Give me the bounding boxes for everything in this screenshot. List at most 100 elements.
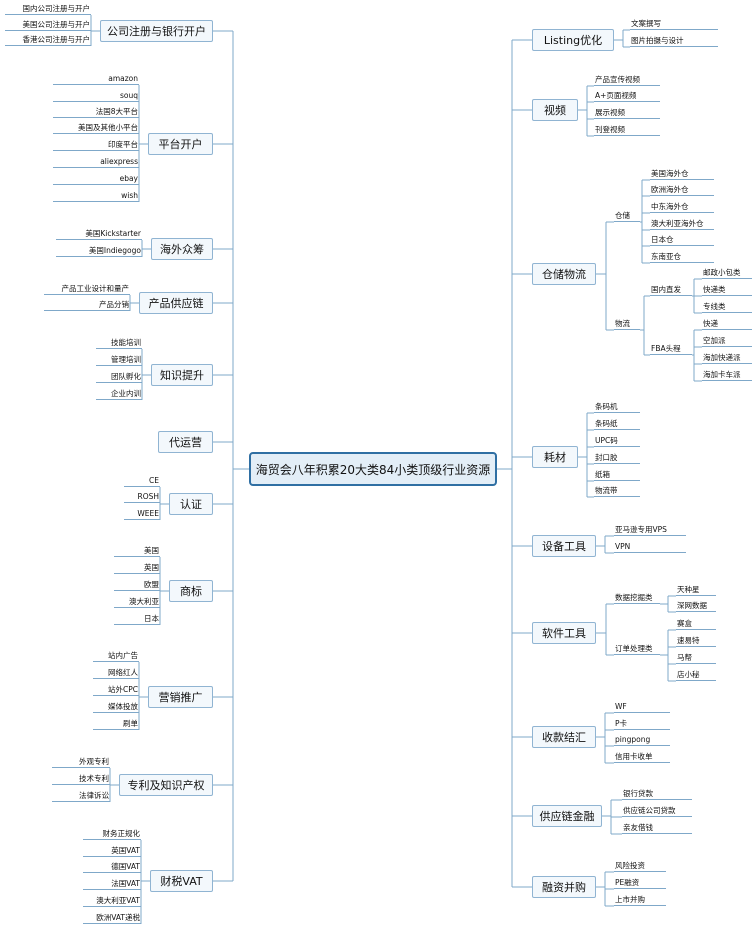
right-leaf-1-2[interactable]: 展示视频	[594, 107, 660, 119]
left-leaf-1-6[interactable]: ebay	[53, 173, 139, 185]
warehouse-leaf-1[interactable]: 欧洲海外仓	[650, 184, 714, 196]
right-leaf-3-3[interactable]: 封口胶	[594, 452, 640, 464]
left-branch-4[interactable]: 知识提升	[151, 364, 213, 386]
left-leaf-2-1[interactable]: 美国Indiegogo	[56, 245, 142, 257]
left-leaf-10-0[interactable]: 财务正规化	[83, 828, 141, 840]
left-leaf-10-2[interactable]: 德国VAT	[83, 861, 141, 873]
left-leaf-8-0[interactable]: 站内广告	[93, 650, 139, 662]
left-leaf-2-0[interactable]: 美国Kickstarter	[56, 228, 142, 240]
left-leaf-6-2[interactable]: WEEE	[124, 508, 160, 520]
order-leaf-3[interactable]: 店小秘	[676, 669, 716, 681]
left-branch-0[interactable]: 公司注册与银行开户	[100, 20, 213, 42]
right-leaf-7-0[interactable]: 银行贷款	[622, 788, 692, 800]
left-branch-6[interactable]: 认证	[169, 493, 213, 515]
left-leaf-6-1[interactable]: ROSH	[124, 491, 160, 503]
left-branch-5[interactable]: 代运营	[158, 431, 213, 453]
left-leaf-7-0[interactable]: 美国	[114, 545, 160, 557]
right-leaf-8-1[interactable]: PE融资	[614, 877, 666, 889]
warehouse-leaf-5[interactable]: 东南亚仓	[650, 251, 714, 263]
left-leaf-9-0[interactable]: 外观专利	[52, 756, 110, 768]
left-leaf-7-4[interactable]: 日本	[114, 613, 160, 625]
right-leaf-7-1[interactable]: 供应链公司贷款	[622, 805, 692, 817]
warehouse-leaf-3[interactable]: 澳大利亚海外仓	[650, 218, 714, 230]
right-leaf-8-0[interactable]: 风险投资	[614, 860, 666, 872]
domestic-leaf-2[interactable]: 专线类	[702, 301, 752, 313]
right-leaf-1-3[interactable]: 刊登视频	[594, 124, 660, 136]
order-leaf-1[interactable]: 速易特	[676, 635, 716, 647]
warehouse-leaf-4[interactable]: 日本仓	[650, 234, 714, 246]
left-branch-9[interactable]: 专利及知识产权	[119, 774, 213, 796]
left-leaf-1-2[interactable]: 法国8大平台	[53, 106, 139, 118]
order-leaf-0[interactable]: 赛盒	[676, 618, 716, 630]
fba-leaf-2[interactable]: 海加快递派	[702, 352, 752, 364]
left-branch-1[interactable]: 平台开户	[148, 133, 213, 155]
right-leaf-3-2[interactable]: UPC码	[594, 435, 640, 447]
left-leaf-0-1[interactable]: 美国公司注册与开户	[5, 19, 91, 31]
right-leaf-3-5[interactable]: 物流带	[594, 485, 640, 497]
left-branch-2[interactable]: 海外众筹	[151, 238, 213, 260]
left-leaf-8-1[interactable]: 网络红人	[93, 667, 139, 679]
left-leaf-8-4[interactable]: 刷单	[93, 718, 139, 730]
warehouse-leaf-2[interactable]: 中东海外仓	[650, 201, 714, 213]
right-leaf-3-0[interactable]: 条码机	[594, 401, 640, 413]
left-leaf-1-3[interactable]: 美国及其他小平台	[53, 122, 139, 134]
right-leaf-8-2[interactable]: 上市并购	[614, 894, 666, 906]
right-leaf-1-0[interactable]: 产品宣传视频	[594, 74, 660, 86]
right-leaf-4-0[interactable]: 亚马逊专用VPS	[614, 524, 686, 536]
left-leaf-7-3[interactable]: 澳大利亚	[114, 596, 160, 608]
left-leaf-4-3[interactable]: 企业内训	[96, 388, 142, 400]
left-leaf-7-2[interactable]: 欧盟	[114, 579, 160, 591]
right-branch-7[interactable]: 供应链金融	[532, 805, 602, 827]
left-leaf-0-2[interactable]: 香港公司注册与开户	[5, 34, 91, 46]
left-leaf-10-5[interactable]: 欧洲VAT递税	[83, 912, 141, 924]
left-leaf-1-0[interactable]: amazon	[53, 73, 139, 85]
left-leaf-7-1[interactable]: 英国	[114, 562, 160, 574]
order-leaf-2[interactable]: 马帮	[676, 652, 716, 664]
right-branch-3[interactable]: 耗材	[532, 446, 578, 468]
fba-first-leg-label[interactable]: FBA头程	[650, 343, 692, 355]
left-leaf-1-1[interactable]: souq	[53, 90, 139, 102]
root-topic[interactable]: 海贸会八年积累20大类84小类顶级行业资源	[249, 452, 497, 486]
left-leaf-4-0[interactable]: 技能培训	[96, 337, 142, 349]
left-leaf-4-2[interactable]: 团队孵化	[96, 371, 142, 383]
left-leaf-9-2[interactable]: 法律诉讼	[52, 790, 110, 802]
right-leaf-1-1[interactable]: A+页面视频	[594, 90, 660, 102]
order-processing-label[interactable]: 订单处理类	[614, 643, 660, 655]
data-mining-leaf-0[interactable]: 天种星	[676, 584, 716, 596]
left-branch-7[interactable]: 商标	[169, 580, 213, 602]
left-leaf-4-1[interactable]: 管理培训	[96, 354, 142, 366]
logistics-label[interactable]: 物流	[614, 318, 640, 330]
domestic-direct-label[interactable]: 国内直发	[650, 284, 692, 296]
right-leaf-3-4[interactable]: 纸箱	[594, 469, 640, 481]
right-leaf-7-2[interactable]: 亲友借钱	[622, 822, 692, 834]
right-leaf-6-2[interactable]: pingpong	[614, 734, 670, 746]
fba-leaf-1[interactable]: 空加派	[702, 335, 752, 347]
left-leaf-1-5[interactable]: aliexpress	[53, 156, 139, 168]
fba-leaf-0[interactable]: 快递	[702, 318, 752, 330]
right-branch-5[interactable]: 软件工具	[532, 622, 596, 644]
domestic-leaf-0[interactable]: 邮政小包类	[702, 267, 752, 279]
left-leaf-10-3[interactable]: 法国VAT	[83, 878, 141, 890]
left-leaf-8-2[interactable]: 站外CPC	[93, 684, 139, 696]
left-leaf-10-4[interactable]: 澳大利亚VAT	[83, 895, 141, 907]
right-leaf-6-0[interactable]: WF	[614, 701, 670, 713]
warehouse-leaf-0[interactable]: 美国海外仓	[650, 168, 714, 180]
right-branch-1[interactable]: 视频	[532, 99, 578, 121]
right-leaf-4-1[interactable]: VPN	[614, 541, 686, 553]
left-leaf-1-7[interactable]: wish	[53, 190, 139, 202]
left-leaf-3-0[interactable]: 产品工业设计和量产	[44, 283, 130, 295]
right-leaf-6-1[interactable]: P卡	[614, 718, 670, 730]
left-leaf-9-1[interactable]: 技术专利	[52, 773, 110, 785]
left-leaf-10-1[interactable]: 英国VAT	[83, 845, 141, 857]
left-leaf-0-0[interactable]: 国内公司注册与开户	[5, 3, 91, 15]
right-branch-2[interactable]: 仓储物流	[532, 263, 596, 285]
right-branch-0[interactable]: Listing优化	[532, 29, 614, 51]
fba-leaf-3[interactable]: 海加卡车派	[702, 369, 752, 381]
left-branch-8[interactable]: 营销推广	[148, 686, 213, 708]
right-branch-4[interactable]: 设备工具	[532, 535, 596, 557]
left-leaf-3-1[interactable]: 产品分销	[44, 299, 130, 311]
right-leaf-0-0[interactable]: 文案撰写	[630, 18, 718, 30]
storage-label[interactable]: 仓储	[614, 210, 640, 222]
right-leaf-6-3[interactable]: 信用卡收单	[614, 751, 670, 763]
left-leaf-8-3[interactable]: 媒体投放	[93, 701, 139, 713]
